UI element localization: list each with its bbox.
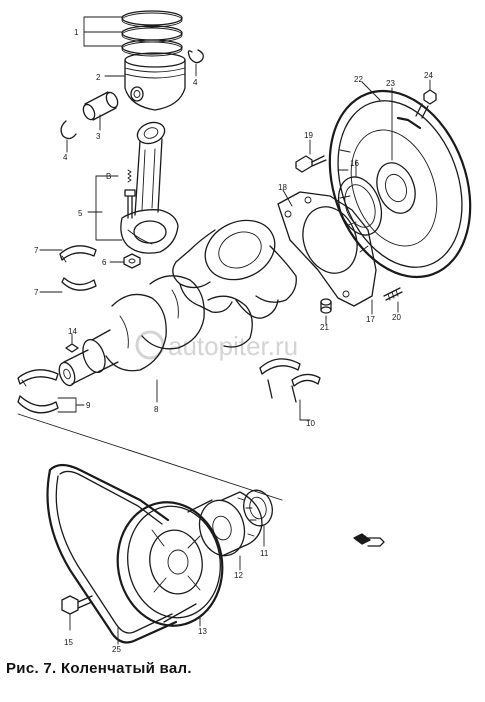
- callout-23: 23: [386, 79, 395, 88]
- callout-15: 15: [64, 638, 73, 647]
- rear-oil-seal-housing: [277, 191, 377, 307]
- main-bearing-lower: [17, 395, 59, 414]
- housing-bolt: [295, 155, 327, 173]
- figure-caption: Рис. 7. Коленчатый вал.: [6, 660, 192, 677]
- callout-22: 22: [354, 75, 363, 84]
- callout-7: 7: [34, 246, 39, 255]
- callout-20: 20: [392, 313, 401, 322]
- callout-6: 6: [102, 258, 107, 267]
- callout-5: 5: [78, 209, 83, 218]
- callout-9: 9: [86, 401, 91, 410]
- watermark-text: autopiter.ru: [168, 331, 298, 361]
- callout-24: 24: [424, 71, 433, 80]
- main-bearing-upper: [17, 369, 59, 387]
- callout-21: 21: [320, 323, 329, 332]
- rod-bolt: [124, 169, 136, 219]
- callout-2: 2: [96, 73, 101, 82]
- callout-1: 1: [74, 28, 79, 37]
- rod-bearing-upper: [59, 245, 97, 263]
- callout-10: 10: [306, 419, 315, 428]
- callout-25: 25: [112, 645, 121, 654]
- rod-bearing-lower: [61, 277, 97, 291]
- callout-17: 17: [366, 315, 375, 324]
- dowel-pin: [320, 298, 332, 314]
- piston: [124, 52, 186, 111]
- callout-3: 3: [96, 132, 101, 141]
- section-divider: [17, 413, 283, 501]
- callout-18: 18: [278, 183, 287, 192]
- woodruff-key: [65, 343, 79, 353]
- callout-14: 14: [68, 327, 77, 336]
- callout-labels: 1 2 3 4 4 5 6 7 7 8 9 10 11 12 13 14 15 …: [34, 28, 433, 654]
- crankshaft: [58, 219, 297, 387]
- front-oil-seal: [243, 489, 273, 527]
- callout-11: 11: [260, 549, 269, 558]
- drive-belt: [46, 463, 178, 644]
- timing-sprocket: [198, 491, 263, 557]
- callout-8: 8: [154, 405, 159, 414]
- piston-rings: [121, 10, 183, 57]
- callout-B: B: [106, 172, 111, 181]
- watermark: autopiter.ru: [135, 330, 298, 361]
- circlip-right: [187, 49, 204, 64]
- callout-19: 19: [304, 131, 313, 140]
- pulley-bolt: [61, 595, 93, 615]
- flywheel: [328, 89, 472, 279]
- callout-16: 16: [350, 159, 359, 168]
- crankshaft-pulley: [116, 499, 224, 627]
- connecting-rod: [120, 121, 179, 254]
- thrust-bearing: [259, 358, 321, 403]
- callout-13: 13: [198, 627, 207, 636]
- callout-4b: 4: [193, 78, 198, 87]
- circlip-left: [60, 120, 77, 140]
- callout-12: 12: [234, 571, 243, 580]
- rod-nut: [123, 253, 141, 269]
- piston-pin: [82, 91, 119, 121]
- callout-7b: 7: [34, 288, 39, 297]
- front-arrow-icon: [353, 533, 385, 547]
- callout-4: 4: [63, 153, 68, 162]
- flywheel-bolt-lower: [383, 287, 403, 301]
